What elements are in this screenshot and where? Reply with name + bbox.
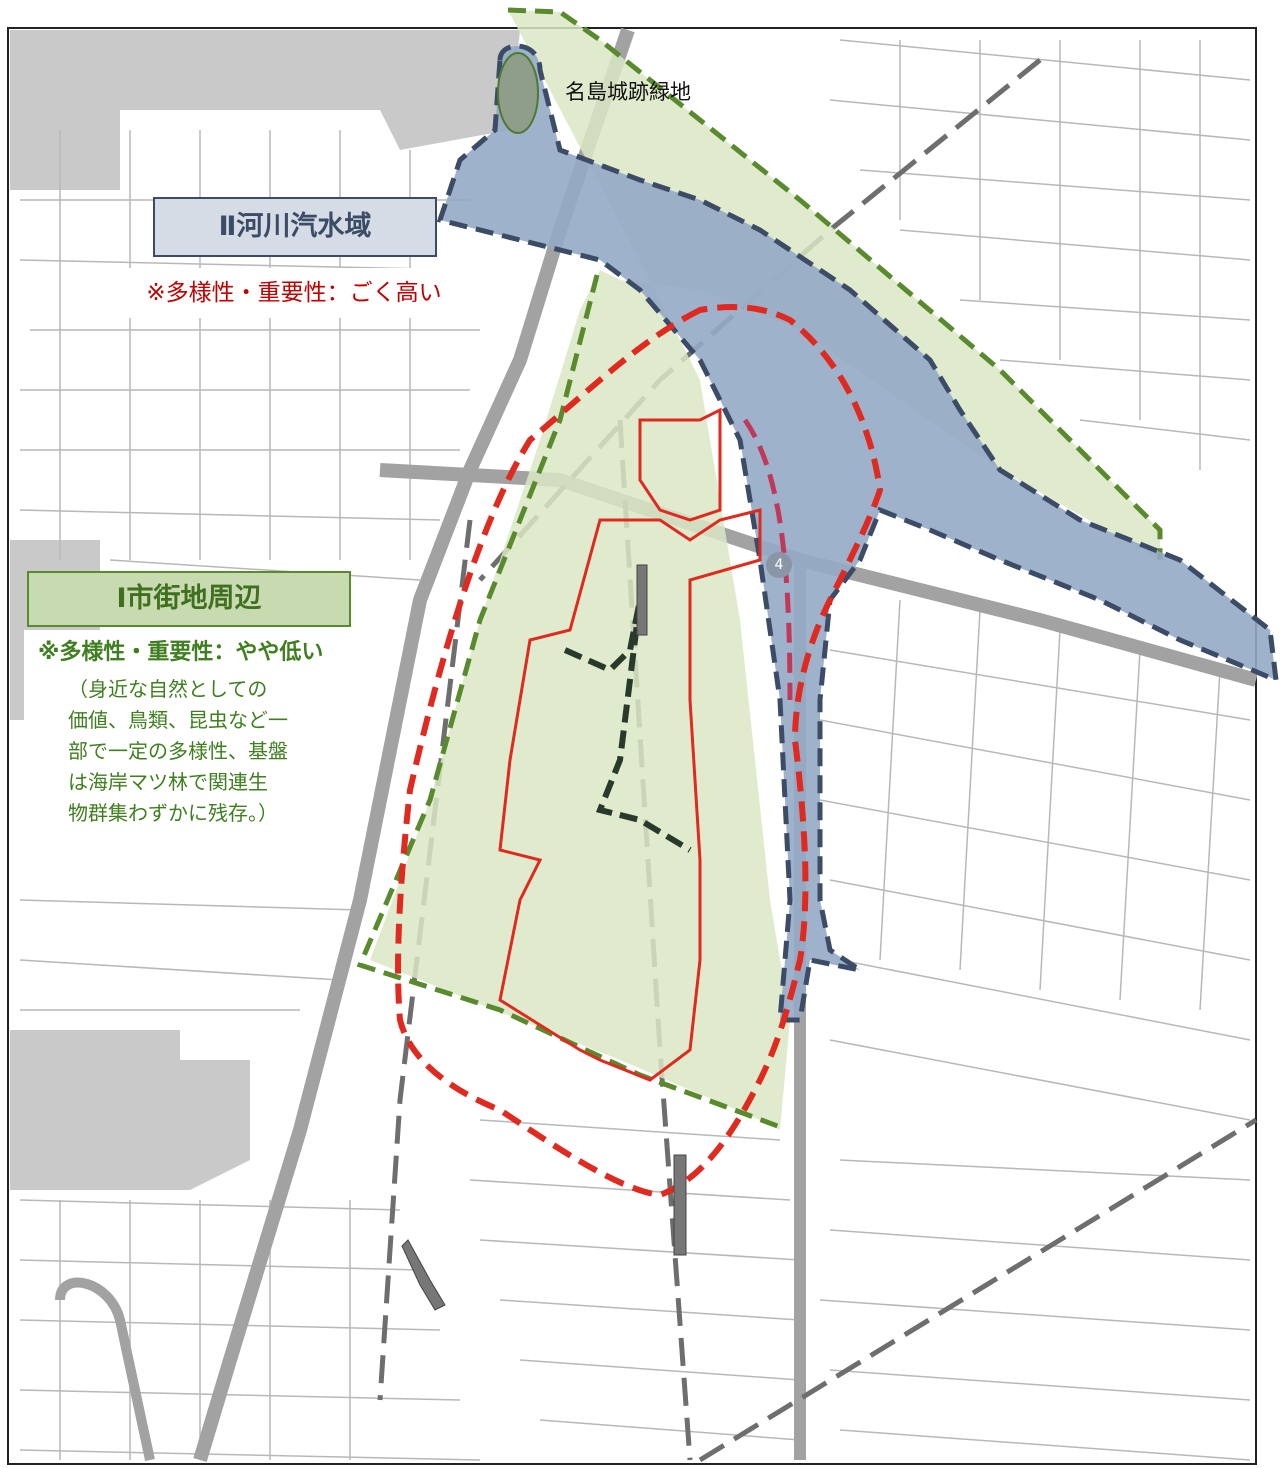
zone1-desc-line: 価値、鳥類、昆虫など一	[68, 708, 288, 732]
zone1-boundary	[356, 7, 1163, 1131]
zone1-rating: ※多様性・重要性：やや低い	[38, 640, 324, 665]
street-grid	[19, 39, 1251, 1461]
route-number-shield: 4	[766, 552, 792, 578]
red-dashed-boundary	[395, 304, 884, 1199]
castle-green-label: 名島城跡緑地	[565, 80, 691, 104]
zone2-rating: ※多様性・重要性：ごく高い	[108, 268, 480, 318]
zone2-title-box: Ⅱ河川汽水域	[153, 197, 437, 257]
zone1-desc-line: は海岸マツ林で関連生	[68, 770, 268, 794]
castle-green-marker	[497, 52, 539, 134]
red-solid-block	[498, 407, 762, 1082]
dark-dashed-line	[563, 599, 692, 853]
zone1-desc-line: 物群集わずかに残存。）	[68, 801, 278, 825]
zone1-area	[370, 10, 1160, 1130]
zone2-title: Ⅱ河川汽水域	[218, 211, 372, 242]
station-markers	[401, 564, 687, 1311]
zone1-title-box: Ⅰ市街地周辺	[27, 571, 351, 627]
zone1-note-panel: ※多様性・重要性：やや低い （身近な自然としての 価値、鳥類、昆虫など一 部で一…	[24, 630, 352, 880]
zone1-desc-line: （身近な自然としての	[68, 677, 268, 701]
zone1-desc-line: 部で一定の多様性、基盤	[68, 739, 288, 763]
zone1-title: Ⅰ市街地周辺	[116, 583, 262, 614]
zone2-river	[436, 43, 1279, 1023]
zone1-description: （身近な自然としての 価値、鳥類、昆虫など一 部で一定の多様性、基盤 は海岸マツ…	[68, 674, 338, 829]
